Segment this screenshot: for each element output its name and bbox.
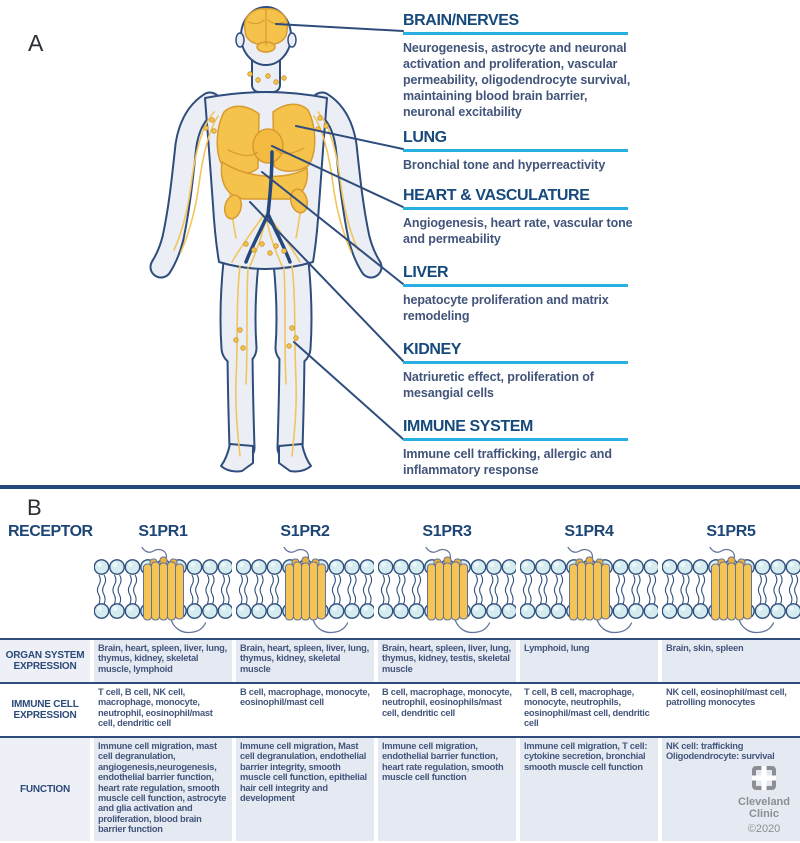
membrane-receptor-illustration xyxy=(519,545,660,635)
label-liver: LIVER hepatocyte proliferation and matri… xyxy=(403,264,637,324)
organ-heading: LUNG xyxy=(403,129,628,152)
cell-s1pr1-function: Immune cell migration, mast cell degranu… xyxy=(94,738,232,841)
cleveland-clinic-credit: Cleveland Clinic ©2020 xyxy=(738,765,790,835)
cell-s1pr2-immune: B cell, macrophage, monocyte, eosinophil… xyxy=(240,687,370,708)
organ-heading: KIDNEY xyxy=(403,341,628,364)
kidney-left xyxy=(223,194,243,220)
cell-s1pr3-function: Immune cell migration, endothelial barri… xyxy=(378,738,516,841)
row-label-immune-cell: IMMUNE CELL EXPRESSION xyxy=(11,698,79,722)
panel-a: A xyxy=(28,6,637,478)
column-header-s1pr2: S1PR2 xyxy=(280,523,330,540)
label-immune-system: IMMUNE SYSTEM Immune cell trafficking, a… xyxy=(403,418,637,478)
row-label-function: FUNCTION xyxy=(0,738,90,841)
label-brain-nerves: BRAIN/NERVES Neurogenesis, astrocyte and… xyxy=(403,12,637,120)
panel-b-letter: B xyxy=(27,495,42,520)
cell-s1pr1-immune: T cell, B cell, NK cell, macrophage, mon… xyxy=(98,687,213,729)
heart xyxy=(252,128,284,164)
organ-heading: BRAIN/NERVES xyxy=(403,12,628,35)
table-row-organ-system: ORGAN SYSTEM EXPRESSION Brain, heart, sp… xyxy=(0,638,800,682)
organ-description: hepatocyte proliferation and matrix remo… xyxy=(403,293,609,323)
membrane-receptor-illustration xyxy=(661,545,800,635)
panel-b: B RECEPTOR S1PR1 S1PR2 S1PR3 S1PR4 S1PR5… xyxy=(0,485,800,843)
label-heart-vasculature: HEART & VASCULATURE Angiogenesis, heart … xyxy=(403,187,637,247)
organ-heading: LIVER xyxy=(403,264,628,287)
cell-s1pr1-organ: Brain, heart, spleen, liver, lung, thymu… xyxy=(94,640,232,682)
copyright: ©2020 xyxy=(747,823,781,835)
organ-description: Neurogenesis, astrocyte and neuronal act… xyxy=(403,41,631,119)
membrane-row xyxy=(0,545,800,635)
row-label-organ-system: ORGAN SYSTEM EXPRESSION xyxy=(0,640,90,682)
membrane-receptor-illustration xyxy=(93,545,234,635)
membrane-receptor-illustration xyxy=(377,545,518,635)
organ-description: Angiogenesis, heart rate, vascular tone … xyxy=(403,216,633,246)
cell-s1pr3-organ: Brain, heart, spleen, liver, lung, thymu… xyxy=(378,640,516,682)
column-header-s1pr5: S1PR5 xyxy=(706,523,756,540)
human-body-illustration xyxy=(149,6,404,473)
cell-s1pr2-function: Immune cell migration, Mast cell degranu… xyxy=(236,738,374,841)
panel-a-letter: A xyxy=(28,30,44,56)
cell-s1pr4-organ: Lymphoid, lung xyxy=(520,640,658,682)
receptor-header-row: RECEPTOR S1PR1 S1PR2 S1PR3 S1PR4 S1PR5 xyxy=(0,523,800,541)
lymph-nodes xyxy=(203,71,329,351)
cleveland-clinic-name: Cleveland Clinic xyxy=(738,795,790,820)
cell-s1pr5-immune: NK cell, eosinophil/mast cell, patrollin… xyxy=(666,687,787,708)
lung-right xyxy=(272,103,316,172)
cell-s1pr5-organ: Brain, skin, spleen xyxy=(662,640,800,682)
panel-divider xyxy=(0,485,800,489)
membrane-receptor-illustration xyxy=(235,545,376,635)
cell-s1pr5-function: NK cell: trafficking Oligodendrocyte: su… xyxy=(662,738,800,841)
organ-description: Bronchial tone and hyperreactivity xyxy=(403,158,606,172)
organ-heading: HEART & VASCULATURE xyxy=(403,187,628,210)
receptor-header: RECEPTOR xyxy=(8,523,93,540)
cell-s1pr4-immune: T cell, B cell, macrophage, monocyte, ne… xyxy=(524,687,650,729)
label-lung: LUNG Bronchial tone and hyperreactivity xyxy=(403,129,637,173)
leader-lines xyxy=(249,23,404,440)
organ-description: Immune cell trafficking, allergic and in… xyxy=(403,447,612,477)
table-row-immune-cell: IMMUNE CELL EXPRESSION T cell, B cell, N… xyxy=(0,682,800,736)
column-header-s1pr1: S1PR1 xyxy=(138,523,188,540)
organ-description: Natriuretic effect, proliferation of mes… xyxy=(403,370,594,400)
column-header-s1pr3: S1PR3 xyxy=(422,523,472,540)
cell-s1pr4-function: Immune cell migration, T cell: cytokine … xyxy=(520,738,658,841)
cell-s1pr2-organ: Brain, heart, spleen, liver, lung, thymu… xyxy=(236,640,374,682)
cleveland-clinic-logo-icon xyxy=(752,765,777,790)
receptor-table: ORGAN SYSTEM EXPRESSION Brain, heart, sp… xyxy=(0,638,800,841)
column-header-s1pr4: S1PR4 xyxy=(564,523,614,540)
organ-heading: IMMUNE SYSTEM xyxy=(403,418,628,441)
cell-s1pr3-immune: B cell, macrophage, monocyte, neutrophil… xyxy=(382,687,512,718)
table-row-function: FUNCTION Immune cell migration, mast cel… xyxy=(0,736,800,841)
label-kidney: KIDNEY Natriuretic effect, proliferation… xyxy=(403,341,637,401)
